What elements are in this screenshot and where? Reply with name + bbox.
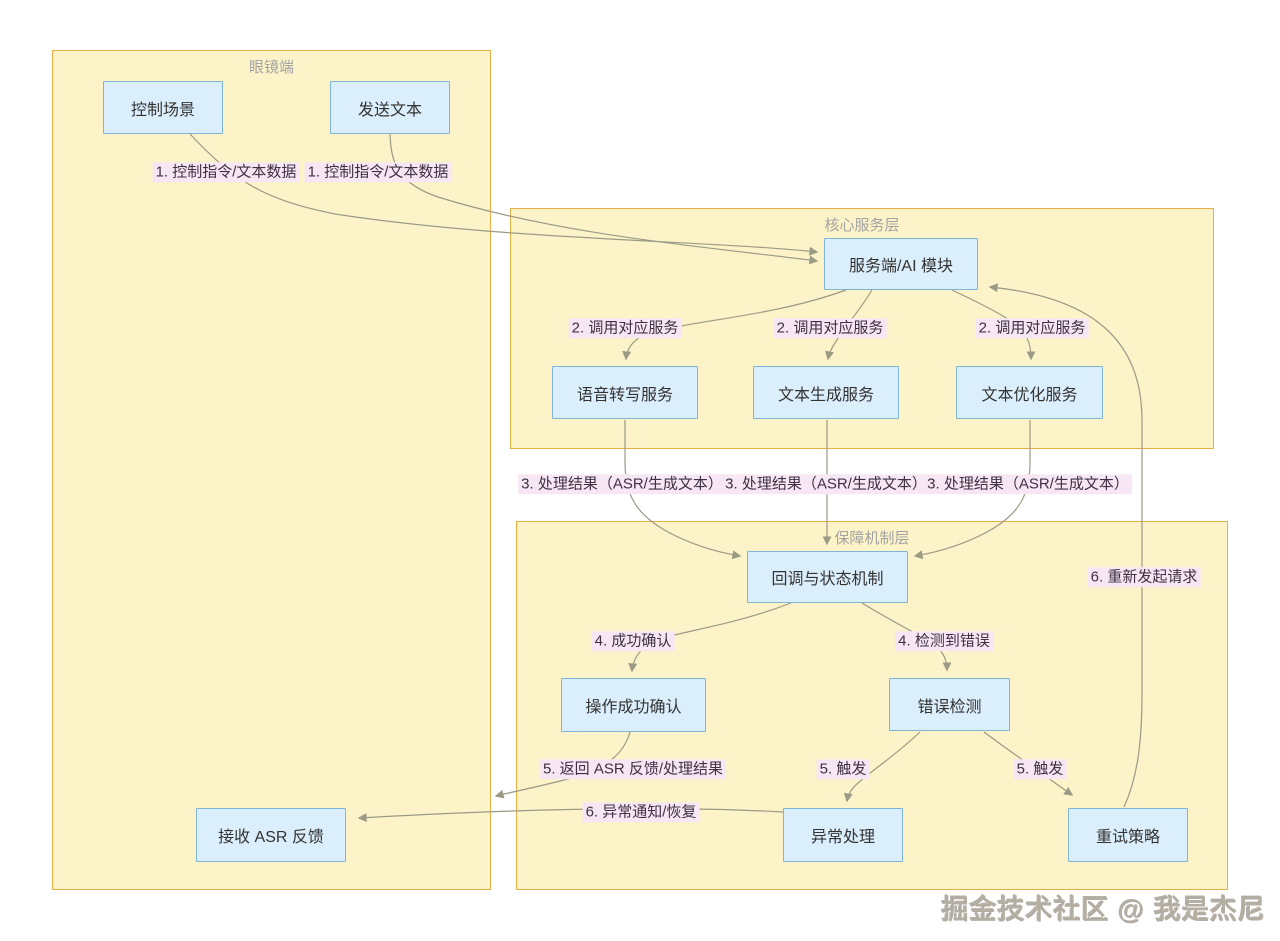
node-server-ai: 服务端/AI 模块 — [824, 238, 978, 290]
node-label-control-scene: 控制场景 — [130, 101, 195, 119]
node-receive-asr: 接收 ASR 反馈 — [196, 808, 346, 862]
watermark-text: 掘金技术社区 @ 我是杰尼 — [941, 895, 1266, 925]
node-label-textgen-service: 文本生成服务 — [777, 386, 874, 404]
node-label-retry-strategy: 重试策略 — [1095, 829, 1160, 846]
node-textgen-service: 文本生成服务 — [753, 366, 899, 419]
container-label-glasses: 眼镜端 — [248, 59, 295, 76]
node-label-asr-service: 语音转写服务 — [576, 386, 673, 404]
node-label-op-success: 操作成功确认 — [585, 699, 682, 716]
node-error-detect: 错误检测 — [889, 678, 1010, 731]
node-op-success: 操作成功确认 — [561, 678, 706, 732]
node-label-send-text: 发送文本 — [357, 101, 422, 119]
node-exception-handle: 异常处理 — [783, 808, 903, 862]
node-label-textopt-service: 文本优化服务 — [981, 386, 1078, 404]
node-send-text: 发送文本 — [330, 81, 450, 134]
node-callback-state: 回调与状态机制 — [747, 551, 908, 603]
node-label-server-ai: 服务端/AI 模块 — [848, 258, 953, 275]
node-asr-service: 语音转写服务 — [552, 366, 698, 419]
node-label-error-detect: 错误检测 — [917, 698, 982, 716]
node-label-callback-state: 回调与状态机制 — [771, 571, 884, 588]
node-retry-strategy: 重试策略 — [1068, 808, 1188, 862]
node-control-scene: 控制场景 — [103, 81, 223, 134]
node-textopt-service: 文本优化服务 — [956, 366, 1103, 419]
edge-label-e7: 3. 处理结果（ASR/生成文本） — [722, 474, 930, 494]
node-label-exception-handle: 异常处理 — [810, 829, 875, 846]
node-label-receive-asr: 接收 ASR 反馈 — [218, 829, 324, 846]
container-label-core-service: 核心服务层 — [824, 217, 900, 234]
container-label-guarantee: 保障机制层 — [834, 530, 910, 547]
